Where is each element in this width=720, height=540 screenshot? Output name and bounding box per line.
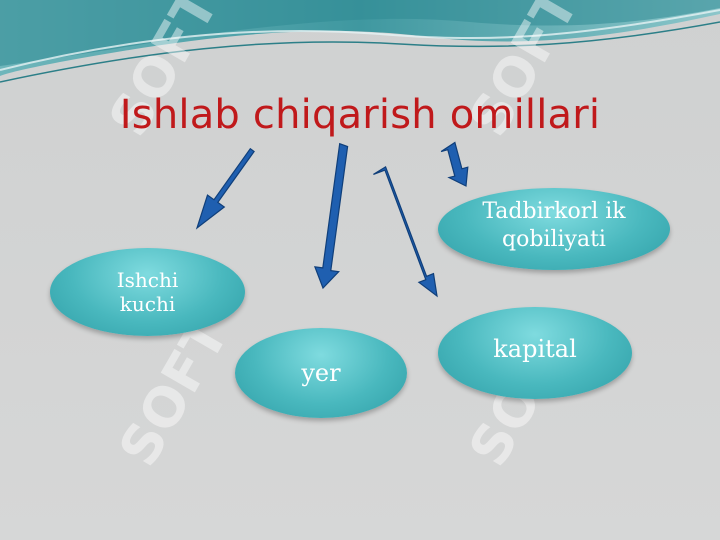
- node-label: Tadbirkorl ik qobiliyati: [482, 199, 626, 252]
- node-tadbirkorlik-qobiliyati: Tadbirkorl ik qobiliyati: [438, 188, 670, 270]
- arrow-to-kapital: [373, 166, 438, 298]
- header-wave-decoration: [0, 0, 720, 83]
- arrow-to-tadbirkorlik: [440, 141, 469, 187]
- node-label: kapital: [493, 335, 577, 363]
- node-label: Ishchi kuchi: [116, 268, 179, 316]
- node-yer: yer: [235, 328, 407, 418]
- slide-title: Ishlab chiqarish omillari: [119, 92, 601, 138]
- node-ishchi-kuchi: Ishchi kuchi: [50, 248, 245, 336]
- arrow-to-yer: [313, 142, 349, 290]
- node-kapital: kapital: [438, 307, 632, 399]
- arrow-to-ishchi-kuchi: [195, 147, 255, 230]
- node-label: yer: [301, 359, 341, 387]
